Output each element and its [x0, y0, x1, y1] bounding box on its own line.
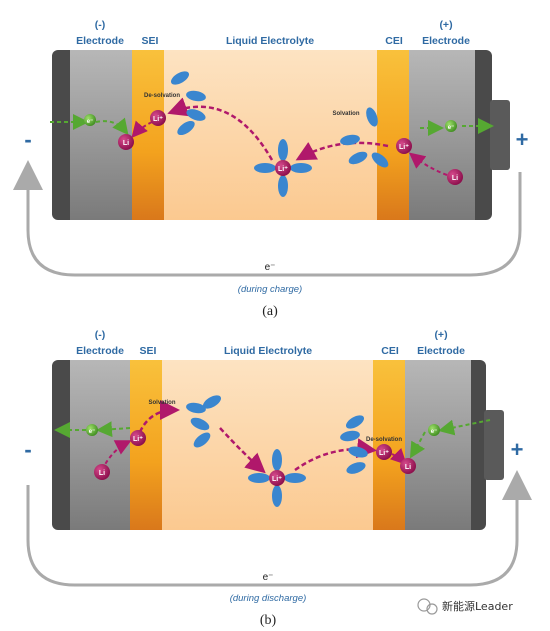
electron-particle: e⁻	[86, 424, 98, 436]
plus-sign: +	[516, 127, 529, 152]
liquid-electrolyte-label: Liquid Electrolyte	[226, 35, 314, 47]
external-circuit-arrow	[12, 160, 522, 277]
ion-path-from-cathode	[408, 152, 448, 176]
svg-text:e⁻: e⁻	[448, 125, 455, 131]
li-ion-solvated: Li⁺	[269, 470, 285, 486]
neg-electrode-label: Electrode	[76, 35, 124, 47]
svg-text:e⁻: e⁻	[89, 429, 96, 435]
during-discharge-label: (during discharge)	[230, 593, 307, 604]
li-atom: Li	[400, 458, 416, 474]
ion-path-solvation	[295, 141, 389, 161]
pos-electrode-sign-label: (+)	[439, 19, 452, 31]
minus-sign: -	[24, 127, 31, 152]
plus-sign: +	[511, 437, 524, 462]
svg-text:Li⁺: Li⁺	[153, 116, 163, 123]
cei-label: CEI	[381, 345, 399, 357]
watermark-text: 新能源Leader	[442, 599, 513, 613]
cei-layer	[377, 50, 409, 220]
ion-path-solvation	[138, 400, 180, 433]
pos-electrode-label: Electrode	[417, 345, 465, 357]
li-ion: Li⁺	[150, 110, 166, 126]
electron-path-right	[409, 431, 426, 459]
desolvation-label: De-solvation	[144, 93, 180, 99]
svg-text:Li⁺: Li⁺	[379, 450, 389, 457]
battery-terminal	[490, 100, 510, 170]
neg-electrode-sign-label: (-)	[95, 19, 106, 31]
solvation-label: Solvation	[148, 400, 175, 406]
svg-text:Li: Li	[452, 175, 458, 182]
liquid-electrolyte	[164, 50, 377, 220]
solvent-molecules	[186, 395, 368, 507]
liquid-electrolyte	[162, 360, 373, 530]
electron-particle: e⁻	[84, 114, 96, 126]
watermark: 新能源Leader	[417, 598, 513, 615]
pos-electrode-sign-label: (+)	[434, 329, 447, 341]
electron-particle: e⁻	[445, 120, 457, 132]
caption-a: (a)	[262, 304, 278, 319]
sei-label: SEI	[140, 345, 157, 357]
external-circuit-arrow	[26, 470, 532, 587]
ion-path-to-electrode	[131, 120, 153, 139]
caption-b: (b)	[260, 613, 277, 628]
ion-path-to-cathode	[389, 447, 407, 465]
panel-a: (-) Electrode SEI Liquid Electrolyte CEI…	[12, 19, 529, 319]
svg-text:Li⁺: Li⁺	[133, 436, 143, 443]
svg-text:Li⁺: Li⁺	[399, 144, 409, 151]
sei-layer	[132, 50, 164, 220]
neg-electrode-sign-label: (-)	[95, 329, 106, 341]
svg-text:Li⁺: Li⁺	[272, 476, 282, 483]
li-ion: Li⁺	[130, 430, 146, 446]
panel-b: (-) Electrode SEI Liquid Electrolyte CEI…	[24, 329, 532, 628]
electron-path-left-2	[96, 421, 131, 438]
cei-label: CEI	[385, 35, 403, 47]
svg-text:Li: Li	[405, 464, 411, 471]
li-atom: Li	[447, 169, 463, 185]
wechat-icon	[417, 598, 438, 615]
li-atom: Li	[118, 134, 134, 150]
pos-electrode	[405, 360, 471, 530]
pos-electrode	[409, 50, 475, 220]
svg-text:e⁻: e⁻	[87, 119, 94, 125]
svg-text:e⁻: e⁻	[431, 429, 438, 435]
minus-sign: -	[24, 437, 31, 462]
electron-path-right-2	[438, 419, 491, 436]
cei-layer	[373, 360, 405, 530]
liquid-electrolyte-label: Liquid Electrolyte	[224, 345, 312, 357]
during-charge-label: (during charge)	[238, 284, 302, 295]
li-ion: Li⁺	[396, 138, 412, 154]
svg-text:Li: Li	[99, 470, 105, 477]
pos-electrode-label: Electrode	[422, 35, 470, 47]
battery-terminal	[484, 410, 504, 480]
electron-particle: e⁻	[428, 424, 440, 436]
electron-path-left-2	[95, 117, 129, 136]
ion-path-transport	[219, 427, 266, 474]
li-ion: Li⁺	[376, 444, 392, 460]
sei-label: SEI	[142, 35, 159, 47]
ion-path-desolvation	[167, 97, 274, 161]
neg-electrode-label: Electrode	[76, 345, 124, 357]
li-atom: Li	[94, 464, 110, 480]
external-electron-label: e⁻	[263, 572, 274, 583]
solvation-label: Solvation	[332, 111, 359, 117]
svg-text:Li: Li	[123, 140, 129, 147]
li-ion-solvated: Li⁺	[275, 160, 291, 176]
desolvation-label: De-solvation	[366, 437, 402, 443]
svg-text:Li⁺: Li⁺	[278, 166, 288, 173]
neg-electrode	[70, 360, 130, 530]
external-electron-label: e⁻	[265, 262, 276, 273]
solvent-molecules	[170, 71, 389, 197]
